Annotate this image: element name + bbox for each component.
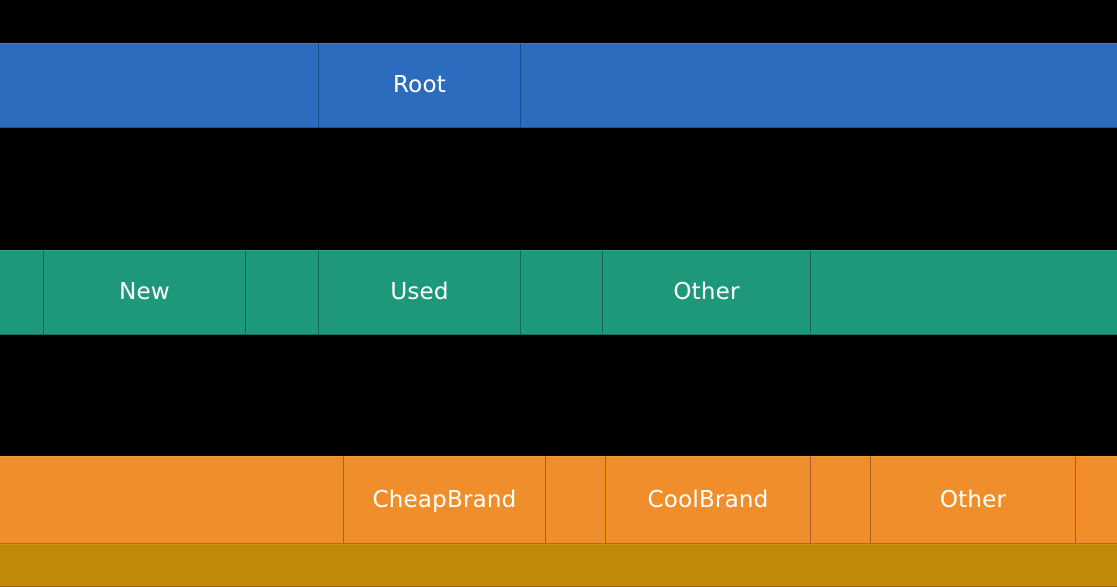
node-label: Used	[390, 279, 449, 305]
node-unlabeled[interactable]	[810, 250, 1117, 335]
node-unlabeled[interactable]	[0, 43, 318, 128]
node-new[interactable]: New	[43, 250, 245, 335]
node-root[interactable]: Root	[318, 43, 520, 128]
node-label: Other	[939, 486, 1007, 513]
node-unlabeled[interactable]	[520, 43, 1117, 128]
node-label: New	[119, 279, 170, 305]
node-label: Other	[673, 279, 740, 305]
chart-level-leaf	[0, 544, 1117, 587]
node-other[interactable]: Other	[602, 250, 810, 335]
node-used[interactable]: Used	[318, 250, 520, 335]
node-unlabeled[interactable]	[520, 250, 602, 335]
node-unlabeled[interactable]	[545, 456, 605, 544]
node-unlabeled[interactable]	[0, 456, 343, 544]
node-label: CoolBrand	[647, 486, 769, 513]
node-unlabeled[interactable]	[0, 250, 43, 335]
node-other[interactable]: Other	[870, 456, 1075, 544]
node-unlabeled[interactable]	[245, 250, 318, 335]
chart-level-root: Root	[0, 43, 1117, 128]
node-label: Root	[393, 72, 446, 98]
node-unlabeled[interactable]	[810, 456, 870, 544]
node-label: CheapBrand	[372, 486, 517, 513]
node-unlabeled[interactable]	[1075, 456, 1117, 544]
node-cheapbrand[interactable]: CheapBrand	[343, 456, 545, 544]
node-unlabeled[interactable]	[0, 544, 1117, 587]
chart-level-brand: CheapBrand CoolBrand Other	[0, 456, 1117, 544]
node-coolbrand[interactable]: CoolBrand	[605, 456, 810, 544]
chart-level-condition: New Used Other	[0, 250, 1117, 335]
